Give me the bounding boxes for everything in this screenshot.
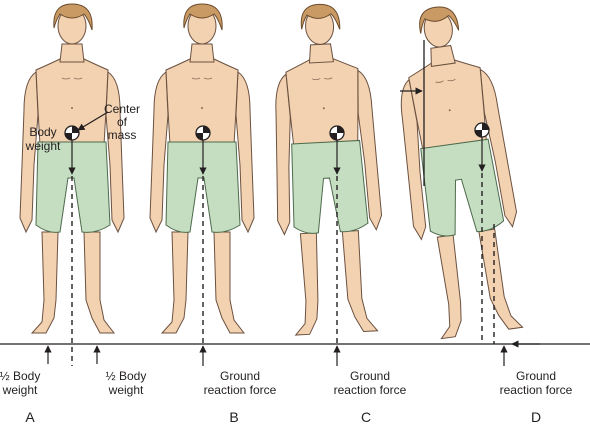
- half-body-weight-right-line2: weight: [108, 383, 144, 397]
- body-weight-label-line2: weight: [25, 139, 61, 153]
- half-body-weight-left-line2: weight: [2, 383, 38, 397]
- ground-reaction-label-d-line1: Ground: [516, 369, 556, 383]
- panel-d-figure: [383, 0, 540, 366]
- ground-reaction-label-c-line2: reaction force: [334, 383, 407, 397]
- panel-c-letter: C: [361, 409, 371, 425]
- panel-b-letter: B: [229, 409, 238, 425]
- center-of-mass-icon: [474, 122, 490, 138]
- center-of-mass-icon: [64, 125, 80, 141]
- center-of-mass-label-line1: Center: [104, 102, 140, 116]
- ground-reaction-label-b-line1: Ground: [220, 369, 260, 383]
- ground-reaction-label-d-line2: reaction force: [500, 383, 573, 397]
- ground-reaction-label-c-line1: Ground: [350, 369, 390, 383]
- center-of-mass-icon: [195, 125, 211, 141]
- half-body-weight-left-line1: ½ Body: [0, 369, 40, 383]
- panel-a-letter: A: [25, 409, 35, 425]
- panel-a-figure: [19, 3, 125, 366]
- panel-d-letter: D: [531, 409, 541, 425]
- center-of-mass-label-line2: of: [117, 115, 128, 129]
- center-of-mass-icon: [329, 125, 345, 141]
- panel-c-figure: [265, 1, 389, 366]
- center-of-mass-label-line3: mass: [108, 128, 137, 142]
- panel-b-figure: [149, 3, 255, 366]
- half-body-weight-right-line1: ½ Body: [106, 369, 147, 383]
- ground-reaction-label-b-line2: reaction force: [204, 383, 277, 397]
- body-weight-label-line1: Body: [29, 125, 56, 139]
